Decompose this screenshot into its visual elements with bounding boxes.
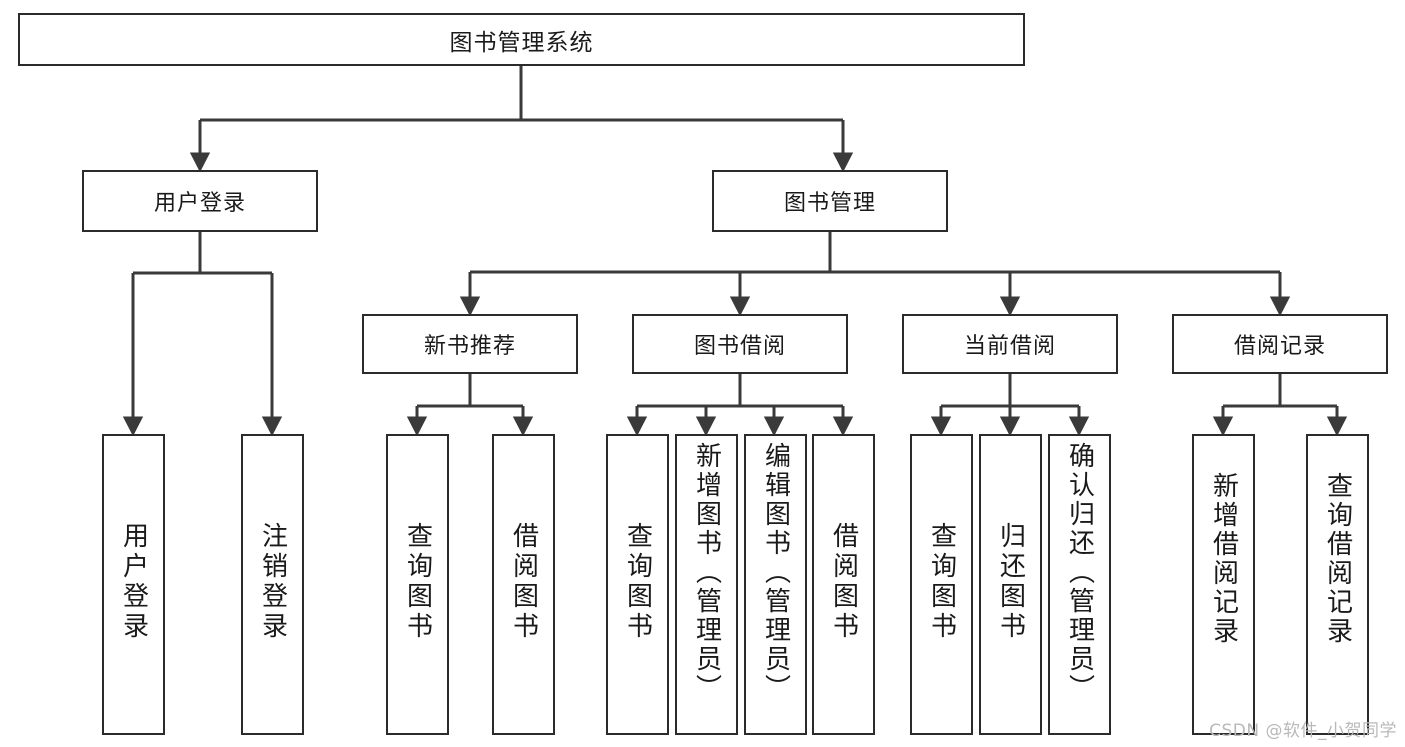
node-borrow-record[interactable]: 借阅记录: [1172, 314, 1388, 374]
leaf-record-query-borrow-record[interactable]: 查询借阅记录: [1306, 434, 1369, 735]
node-label: 查询借阅记录: [1322, 472, 1353, 646]
leaf-borrow-query-book[interactable]: 查询图书: [606, 434, 669, 735]
node-current-borrow[interactable]: 当前借阅: [902, 314, 1118, 374]
leaf-recommend-borrow-book[interactable]: 借阅图书: [492, 434, 555, 735]
node-book-borrow[interactable]: 图书借阅: [632, 314, 848, 374]
leaf-current-return-book[interactable]: 归还图书: [979, 434, 1042, 735]
node-label: 查询图书: [926, 522, 957, 642]
node-label: 当前借阅: [963, 334, 1056, 359]
node-label: 借阅记录: [1233, 334, 1326, 359]
node-label: 编辑图书（管理员）: [760, 442, 791, 703]
leaf-current-query-book[interactable]: 查询图书: [910, 434, 973, 735]
node-label: 借阅图书: [828, 522, 859, 642]
node-label: 新增借阅记录: [1208, 472, 1239, 646]
leaf-borrow-add-book-admin[interactable]: 新增图书（管理员）: [675, 434, 738, 735]
leaf-borrow-edit-book-admin[interactable]: 编辑图书（管理员）: [744, 434, 807, 735]
node-new-book-recommend[interactable]: 新书推荐: [362, 314, 578, 374]
node-label: 图书管理系统: [449, 29, 594, 56]
node-label: 图书管理: [783, 191, 876, 216]
node-label: 查询图书: [622, 522, 653, 642]
leaf-recommend-query-book[interactable]: 查询图书: [386, 434, 449, 735]
node-book-management[interactable]: 图书管理: [712, 170, 948, 232]
leaf-user-login-logout[interactable]: 注销登录: [241, 434, 304, 735]
node-label: 新书推荐: [423, 334, 516, 359]
node-label: 查询图书: [402, 522, 433, 642]
leaf-user-login-login[interactable]: 用户登录: [102, 434, 165, 735]
node-label: 确认归还（管理员）: [1064, 442, 1095, 703]
node-label: 归还图书: [995, 522, 1026, 642]
leaf-record-add-borrow-record[interactable]: 新增借阅记录: [1192, 434, 1255, 735]
leaf-current-confirm-return-admin[interactable]: 确认归还（管理员）: [1048, 434, 1111, 735]
node-label: 图书借阅: [693, 334, 786, 359]
node-label: 用户登录: [118, 522, 149, 642]
node-label: 新增图书（管理员）: [691, 442, 722, 703]
node-label: 用户登录: [153, 191, 246, 216]
node-user-login[interactable]: 用户登录: [82, 170, 318, 232]
leaf-borrow-borrow-book[interactable]: 借阅图书: [812, 434, 875, 735]
node-book-management-system[interactable]: 图书管理系统: [18, 13, 1025, 66]
watermark-text: CSDN @软件_小贺同学: [1209, 721, 1397, 741]
node-label: 注销登录: [257, 522, 288, 642]
node-label: 借阅图书: [508, 522, 539, 642]
